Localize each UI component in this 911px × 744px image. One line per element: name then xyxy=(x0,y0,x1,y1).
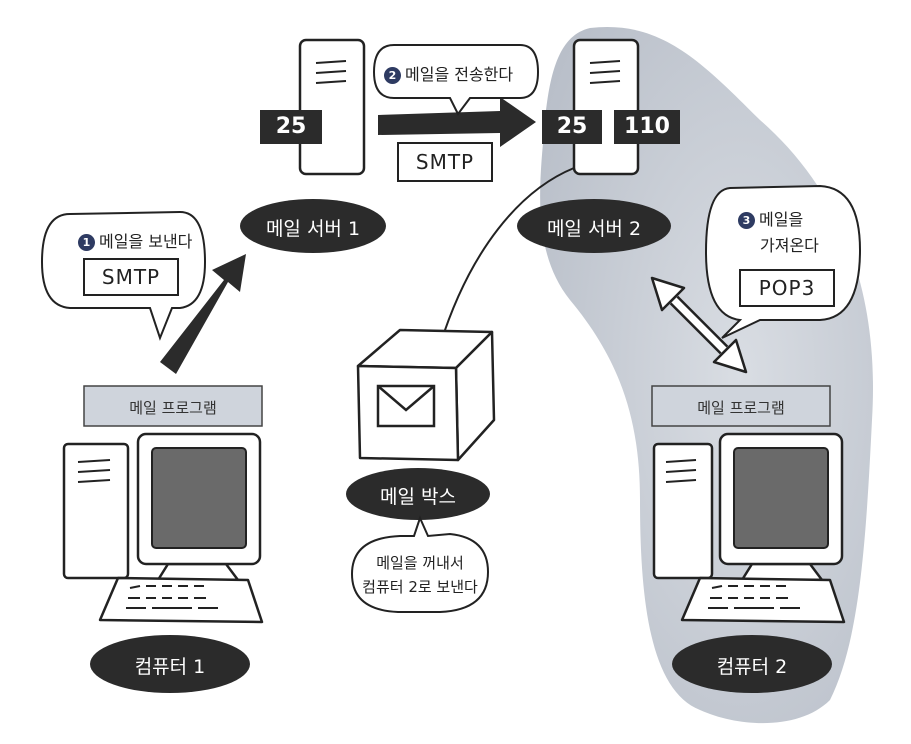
mailbox-note-line2: 컴퓨터 2로 보낸다 xyxy=(362,578,478,596)
transfer-text: 메일을 전송한다 xyxy=(405,65,514,84)
computer1-program-label: 메일 프로그램 xyxy=(129,399,217,417)
server2-label: 메일 서버 2 xyxy=(546,218,642,240)
fetch-protocol: POP3 xyxy=(758,276,816,300)
send-protocol: SMTP xyxy=(101,265,161,289)
computer2-program-label: 메일 프로그램 xyxy=(697,399,785,417)
transfer-bubble xyxy=(372,44,540,116)
computer1-monitor xyxy=(136,432,262,582)
server2-label-oval xyxy=(517,199,671,253)
mailbox-note-bubble xyxy=(350,515,490,613)
step-1-badge: 1 xyxy=(78,234,95,251)
send-protocol-box xyxy=(83,258,179,296)
computer2-program-bar xyxy=(651,385,831,427)
computer1-label: 컴퓨터 1 xyxy=(134,656,206,678)
fetch-text-line2: 가져온다 xyxy=(760,236,819,255)
envelope-icon xyxy=(376,384,436,428)
computer2-monitor xyxy=(718,432,844,582)
computer2-tower xyxy=(652,442,714,580)
transfer-protocol: SMTP xyxy=(415,150,475,174)
server2-smtp-port-box xyxy=(542,110,602,144)
server1-port: 25 xyxy=(275,114,307,139)
computer2-label: 컴퓨터 2 xyxy=(716,656,788,678)
send-arrow xyxy=(160,254,246,374)
fetch-double-arrow xyxy=(650,276,748,374)
computer2-label-oval xyxy=(672,635,832,693)
server2-tower xyxy=(572,38,640,176)
server1-label-oval xyxy=(240,199,386,253)
step-3-badge: 3 xyxy=(738,212,755,229)
server2-pop-port: 110 xyxy=(624,114,670,139)
computer2-keyboard xyxy=(680,576,846,624)
computer1-tower xyxy=(62,442,130,580)
server1-tower xyxy=(298,38,366,176)
mailbox-note-line1: 메일을 꺼내서 xyxy=(376,554,464,572)
fetch-protocol-box xyxy=(739,269,835,307)
fetch-text-line1: 메일을 xyxy=(759,210,804,229)
server2-mailbox-link xyxy=(439,167,575,346)
step-2-badge: 2 xyxy=(384,67,401,84)
transfer-arrow xyxy=(378,97,536,147)
mailbox-label-oval xyxy=(346,468,490,520)
server1-port-box xyxy=(260,110,322,144)
send-text: 메일을 보낸다 xyxy=(99,232,193,251)
server2-pop-port-box xyxy=(614,110,680,144)
computer1-keyboard xyxy=(98,576,264,624)
server2-smtp-port: 25 xyxy=(556,114,588,139)
server1-label: 메일 서버 1 xyxy=(265,218,361,240)
computer1-program-bar xyxy=(83,385,263,427)
mailbox-label: 메일 박스 xyxy=(380,486,456,508)
transfer-protocol-box xyxy=(397,142,493,182)
computer1-label-oval xyxy=(90,635,250,693)
